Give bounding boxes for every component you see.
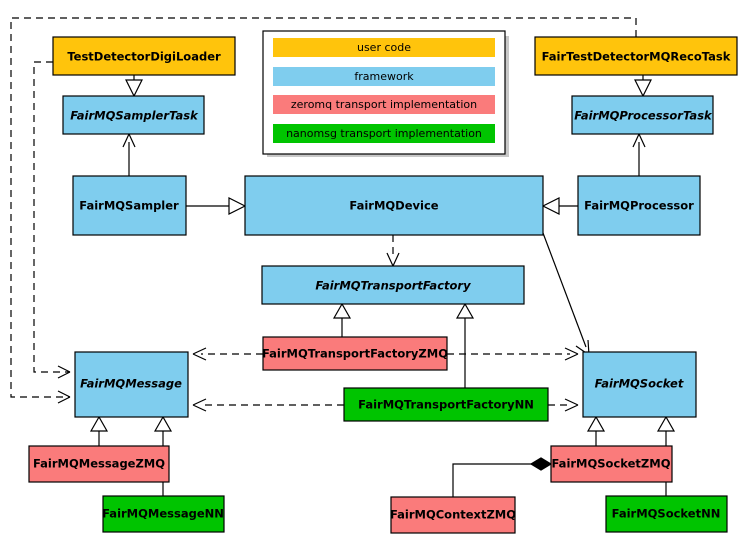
node-label: FairMQSocketNN <box>612 507 721 521</box>
edge-recotask-generalization <box>634 75 652 98</box>
node-label: FairMQTransportFactory <box>315 279 471 293</box>
node-FairMQTransportFactoryZMQ[interactable]: FairMQTransportFactoryZMQ <box>262 336 448 371</box>
edge-sampler-to-samplertask <box>122 133 136 176</box>
node-TestDetectorDigiLoader[interactable]: TestDetectorDigiLoader <box>52 36 236 76</box>
node-box <box>534 36 738 76</box>
edge-digiloader-to-message <box>33 61 71 379</box>
edge-digiloader-generalization <box>125 75 143 98</box>
node-FairMQSocket[interactable]: FairMQSocket <box>582 351 697 418</box>
node-label: FairMQMessageZMQ <box>33 457 165 471</box>
node-box <box>52 36 236 76</box>
node-box <box>390 496 516 534</box>
legend-swatch-nanomsg <box>273 124 495 143</box>
legend-label-zeromq: zeromq transport implementation <box>291 98 477 111</box>
edge-tfzmq-to-socket <box>447 347 579 361</box>
legend-swatch-framework <box>273 67 495 86</box>
legend-swatch-user-code <box>273 38 495 57</box>
edge-device-to-transportfactory <box>386 235 400 267</box>
node-label: FairMQProcessorTask <box>574 109 713 123</box>
node-label: FairMQContextZMQ <box>390 508 516 522</box>
node-FairMQMessageZMQ[interactable]: FairMQMessageZMQ <box>28 445 170 483</box>
node-label: FairMQSocket <box>595 377 684 391</box>
node-layer: TestDetectorDigiLoader FairTestDetectorM… <box>28 36 738 534</box>
node-FairMQSamplerTask[interactable]: FairMQSamplerTask <box>62 95 205 135</box>
legend: user code framework zeromq transport imp… <box>262 30 509 157</box>
node-label: FairMQMessage <box>80 377 182 391</box>
legend-swatch-zeromq <box>273 95 495 114</box>
node-box <box>577 175 701 236</box>
node-box <box>550 445 673 483</box>
edge-sampler-generalization <box>186 197 247 215</box>
node-box <box>62 95 205 135</box>
node-label: FairMQSamplerTask <box>70 109 199 123</box>
node-box <box>343 387 549 422</box>
node-label: FairMQDevice <box>349 199 438 213</box>
node-FairMQMessageNN[interactable]: FairMQMessageNN <box>102 495 225 533</box>
node-FairMQContextZMQ[interactable]: FairMQContextZMQ <box>390 496 516 534</box>
node-box <box>262 336 448 371</box>
node-box <box>74 351 189 418</box>
node-box <box>582 351 697 418</box>
edge-socketzmq-generalization <box>586 415 606 446</box>
node-FairMQTransportFactory[interactable]: FairMQTransportFactory <box>261 265 525 305</box>
edge-recotask-to-message <box>10 17 637 404</box>
edge-tfnn-to-socket <box>548 398 579 412</box>
node-box <box>102 495 225 533</box>
node-box <box>571 95 714 135</box>
node-label: FairMQMessageNN <box>102 507 224 521</box>
node-FairMQProcessorTask[interactable]: FairMQProcessorTask <box>571 95 714 135</box>
node-label: FairMQSocketZMQ <box>552 457 671 471</box>
edge-layer <box>10 17 676 497</box>
edge-tfzmq-to-message <box>192 347 263 361</box>
edge-processor-to-processortask <box>632 133 646 176</box>
legend-item-user-code: user code <box>273 38 495 57</box>
node-FairMQProcessor[interactable]: FairMQProcessor <box>577 175 701 236</box>
node-box <box>28 445 170 483</box>
legend-label-framework: framework <box>354 70 414 83</box>
legend-label-nanomsg: nanomsg transport implementation <box>286 127 482 140</box>
edge-tfnn-generalization <box>455 302 475 388</box>
node-FairMQTransportFactoryNN[interactable]: FairMQTransportFactoryNN <box>343 387 549 422</box>
legend-item-nanomsg: nanomsg transport implementation <box>273 124 495 143</box>
node-box <box>605 495 728 533</box>
node-label: FairMQSampler <box>79 199 179 213</box>
edge-device-to-socket <box>542 232 590 356</box>
node-box <box>261 265 525 305</box>
node-FairMQSocketNN[interactable]: FairMQSocketNN <box>605 495 728 533</box>
legend-item-framework: framework <box>273 67 495 86</box>
legend-item-zeromq: zeromq transport implementation <box>273 95 495 114</box>
node-box <box>72 175 187 236</box>
node-label: FairMQProcessor <box>584 199 694 213</box>
edge-contextzmq-composition <box>452 457 553 497</box>
node-FairTestDetectorMQRecoTask[interactable]: FairTestDetectorMQRecoTask <box>534 36 738 76</box>
node-label: TestDetectorDigiLoader <box>67 50 221 64</box>
node-FairMQMessage[interactable]: FairMQMessage <box>74 351 189 418</box>
node-FairMQSampler[interactable]: FairMQSampler <box>72 175 187 236</box>
legend-label-user-code: user code <box>357 41 411 54</box>
node-label: FairTestDetectorMQRecoTask <box>542 50 731 64</box>
edge-tfnn-to-message <box>192 398 344 412</box>
edge-messagezmq-generalization <box>89 415 109 446</box>
node-FairMQDevice[interactable]: FairMQDevice <box>244 175 544 236</box>
edge-tfzmq-generalization <box>332 302 352 337</box>
node-label: FairMQTransportFactoryNN <box>358 398 534 412</box>
node-box <box>244 175 544 236</box>
node-label: FairMQTransportFactoryZMQ <box>262 347 448 361</box>
node-FairMQSocketZMQ[interactable]: FairMQSocketZMQ <box>550 445 673 483</box>
edge-processor-generalization <box>541 197 578 215</box>
